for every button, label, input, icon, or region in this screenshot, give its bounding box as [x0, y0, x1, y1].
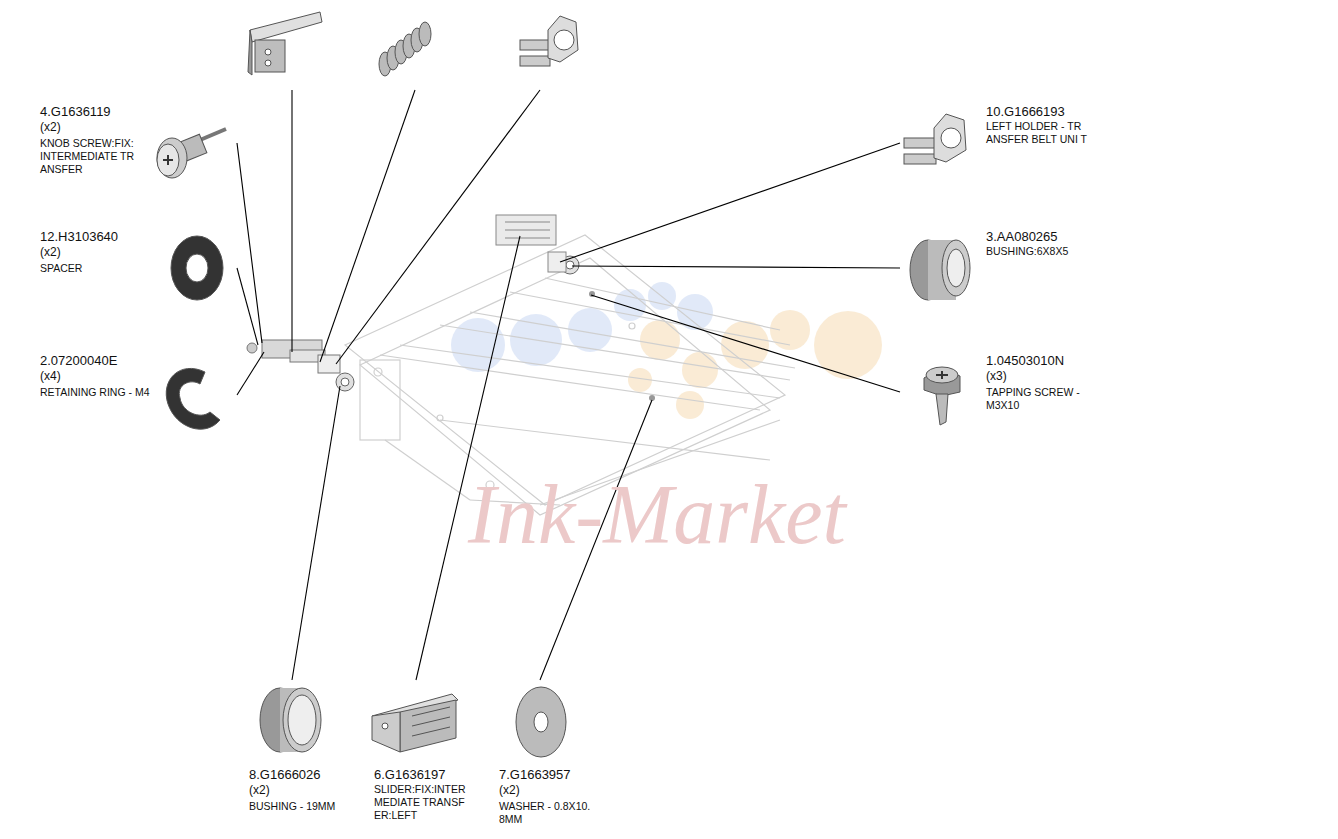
part-number: 1.04503010N — [986, 353, 1064, 369]
quantity: (x2) — [249, 783, 270, 798]
part-number: 7.G1663957 — [499, 767, 571, 783]
quantity: (x3) — [986, 369, 1007, 384]
part-number: 3.AA080265 — [986, 229, 1058, 245]
part-name: LEFT HOLDER - TR ANSFER BELT UNI T — [986, 120, 1102, 146]
part-number: 12.H3103640 — [40, 229, 118, 245]
part-name: SLIDER:FIX:INTER MEDIATE TRANSF ER:LEFT — [374, 783, 486, 822]
part-number: 4.G1636119 — [40, 104, 111, 120]
part-number: 8.G1666026 — [249, 767, 321, 783]
part-name: RETAINING RING - M4 — [40, 386, 156, 399]
part-name: BUSHING - 19MM — [249, 800, 335, 813]
part-name: BUSHING:6X8X5 — [986, 245, 1068, 258]
part-name: WASHER - 0.8X10. 8MM — [499, 800, 603, 826]
leader-lines — [237, 90, 900, 680]
left-bracket-assembly — [247, 340, 354, 391]
part-number: 2.07200040E — [40, 353, 117, 369]
part-number: 6.G1636197 — [374, 767, 446, 783]
part-number: 10.G1666193 — [986, 104, 1065, 120]
part-icons — [157, 12, 970, 757]
watermark: Ink-Market — [468, 462, 846, 567]
quantity: (x4) — [40, 369, 61, 384]
quantity: (x2) — [40, 120, 61, 135]
quantity: (x2) — [40, 245, 61, 260]
background-dots — [451, 282, 882, 419]
part-name: KNOB SCREW:FIX: INTERMEDIATE TR ANSFER — [40, 137, 156, 176]
quantity: (x2) — [499, 783, 520, 798]
part-name: SPACER — [40, 262, 156, 275]
part-name: TAPPING SCREW - M3X10 — [986, 386, 1102, 412]
